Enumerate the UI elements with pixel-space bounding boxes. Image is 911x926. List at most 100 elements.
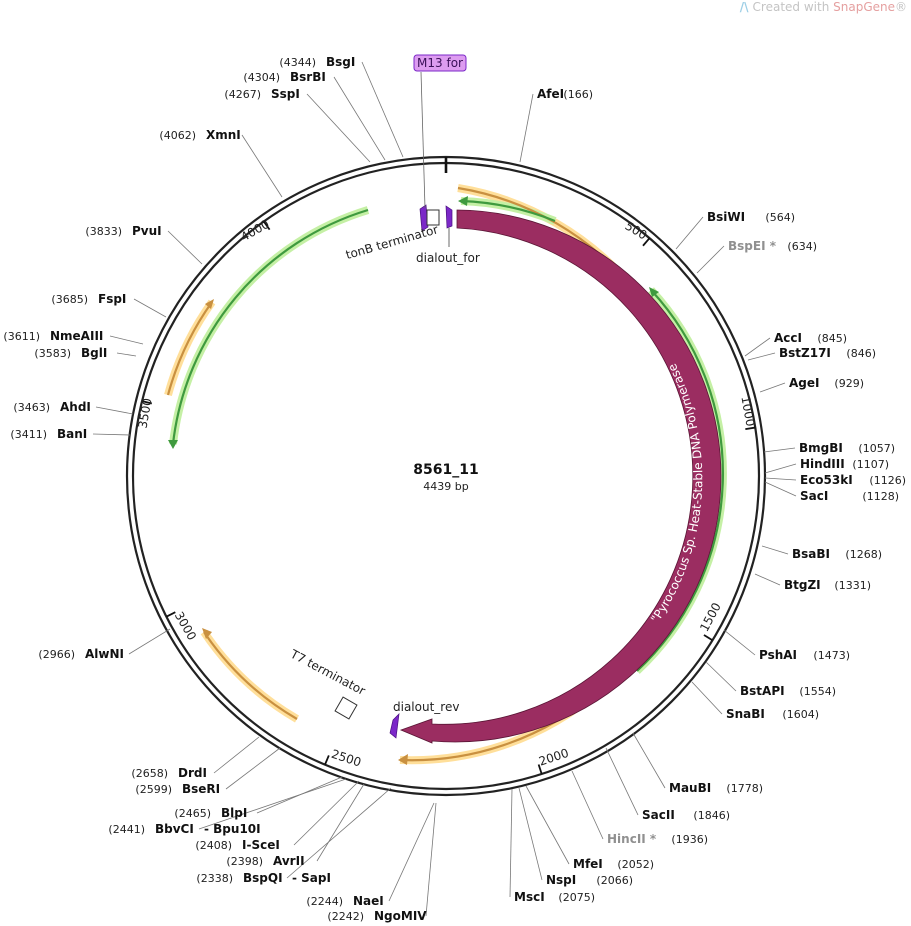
green-arc-3-head — [168, 440, 178, 449]
enzyme-pos-xmni: (4062) — [159, 129, 196, 142]
tick-label-2500: 2500 — [330, 747, 363, 770]
green-arc-2 — [636, 289, 725, 672]
orange-arc-2 — [203, 631, 298, 720]
bp-ticks — [141, 220, 756, 775]
green-arc-2-head — [649, 287, 659, 297]
enzyme-name-i-scei: I-SceI — [242, 838, 280, 852]
enzyme-leader-iscei — [293, 780, 360, 846]
enzyme-leader-ngomiv — [425, 802, 437, 917]
enzyme-leader-blpi — [256, 776, 343, 814]
enzyme-name-alwni: AlwNI — [85, 647, 124, 661]
enzyme-name-pvui: PvuI — [132, 224, 162, 238]
t7-terminator-label: T7 terminator — [287, 646, 367, 698]
enzyme-leader-sacii — [605, 747, 639, 816]
cds-polymerase-arrow — [399, 209, 722, 744]
enzyme-pos-bspqi: (2338) — [196, 872, 233, 885]
enzyme-pos-bbvci: (2441) — [108, 823, 145, 836]
enzyme-leader-afei — [519, 93, 534, 163]
enzyme-pos-bstapi: (1554) — [799, 685, 836, 698]
enzyme-pos-bspei: (634) — [787, 240, 817, 253]
enzyme-name-blpi: BlpI — [221, 806, 247, 820]
enzyme-name-bsabi: BsaBI — [792, 547, 830, 561]
m13-for-tag: M13 for — [417, 56, 463, 70]
enzyme-name-afei: AfeI — [537, 87, 564, 101]
enzyme-leader-lines — [92, 61, 797, 917]
enzyme-name-sacii: SacII — [642, 808, 675, 822]
enzyme-pos-bani: (3411) — [10, 428, 47, 441]
enzyme-leader-avrii — [316, 783, 365, 862]
t7-terminator-box — [334, 696, 358, 720]
enzyme-name-sapi: - SapI — [292, 871, 331, 885]
enzyme-leader-naei — [388, 802, 435, 902]
enzyme-name-bspqi: BspQI — [243, 871, 283, 885]
enzyme-leader-bsiwi — [675, 216, 704, 250]
enzyme-pos-ahdi: (3463) — [13, 401, 50, 414]
enzyme-name-acci: AccI — [774, 331, 802, 345]
enzyme-leader-pshai — [723, 629, 756, 656]
enzyme-name-drdi: DrdI — [178, 766, 207, 780]
enzyme-name-bspei: BspEI * — [728, 239, 777, 253]
snapgene-logo-icon: /\ — [739, 0, 749, 14]
enzyme-leader-mfei — [525, 785, 570, 865]
watermark-brand: SnapGene — [833, 0, 895, 14]
snapgene-watermark: /\Created with SnapGene® — [740, 0, 907, 14]
dialout-rev-label: dialout_rev — [393, 700, 459, 714]
bp-tick-2500 — [324, 755, 330, 766]
enzyme-name-bsrbi: BsrBI — [290, 70, 326, 84]
enzyme-leader-bspqi — [286, 787, 392, 879]
enzyme-leader-maubi — [632, 732, 666, 789]
enzyme-pos-ngomiv: (2242) — [327, 910, 364, 923]
enzyme-pos-eco53ki: (1126) — [869, 474, 906, 487]
enzyme-name-bani: BanI — [57, 427, 87, 441]
enzyme-leader-fspi — [133, 298, 167, 318]
enzyme-leader-sspi — [306, 93, 371, 163]
enzyme-leader-bstapi — [705, 661, 737, 692]
dialout-for-label: dialout_for — [416, 251, 480, 265]
enzyme-name-bbvci: BbvCI — [155, 822, 194, 836]
enzyme-pos-nmeaiii: (3611) — [3, 330, 40, 343]
enzyme-leader-hindiii — [764, 463, 797, 474]
enzyme-leader-nspi — [518, 787, 543, 881]
enzyme-pos-blpi: (2465) — [174, 807, 211, 820]
enzyme-pos-agei: (929) — [834, 377, 864, 390]
enzyme-leader-acci — [744, 337, 771, 357]
enzyme-leader-bbvci — [198, 778, 347, 830]
bp-tick-4000 — [263, 220, 271, 231]
orange-arc-2-head — [202, 628, 212, 639]
enzyme-name-bstz17i: BstZ17I — [779, 346, 831, 360]
enzyme-leader-bsgi — [361, 61, 404, 158]
enzyme-name-btgzi: BtgZI — [784, 578, 821, 592]
green-arc-3-halo — [169, 206, 370, 445]
enzyme-name-eco53ki: Eco53kI — [800, 473, 853, 487]
enzyme-leader-snabi — [691, 681, 723, 715]
enzyme-pos-msci: (2075) — [558, 891, 595, 904]
green-arc-1-head — [458, 196, 468, 206]
enzyme-pos-nspi: (2066) — [596, 874, 633, 887]
enzyme-name-agei: AgeI — [789, 376, 819, 390]
enzyme-leader-bstz17i — [747, 352, 776, 361]
enzyme-name-msci: MscI — [514, 890, 545, 904]
tick-label-1000: 1000 — [738, 395, 757, 428]
enzyme-leader-msci — [509, 788, 513, 898]
enzyme-pos-mfei: (2052) — [617, 858, 654, 871]
enzyme-name-ahdi: AhdI — [60, 400, 91, 414]
enzyme-pos-bstz17i: (846) — [846, 347, 876, 360]
enzyme-leader-bsrbi — [333, 76, 386, 161]
enzyme-leader-bseri — [225, 747, 281, 790]
orange-arc-3 — [166, 301, 213, 396]
enzyme-leader-bgli — [116, 352, 137, 357]
enzyme-leader-nmeaiii — [109, 335, 144, 345]
tick-label-3500: 3500 — [136, 397, 155, 430]
enzyme-leader-saci — [764, 481, 797, 497]
enzyme-name-bsiwi: BsiWI — [707, 210, 745, 224]
enzyme-leader-bmgbi — [763, 447, 796, 453]
enzyme-pos-i-scei: (2408) — [195, 839, 232, 852]
enzyme-pos-maubi: (1778) — [726, 782, 763, 795]
orange-arc-2-halo — [200, 629, 300, 723]
enzyme-pos-hindiii: (1107) — [852, 458, 889, 471]
enzyme-leader-pvui — [167, 230, 203, 265]
enzyme-labels: AfeI(166)BsiWI(564)BspEI *(634)AccI(845)… — [3, 55, 906, 923]
enzyme-pos-btgzi: (1331) — [834, 579, 871, 592]
enzyme-leader-bani — [92, 433, 131, 436]
plasmid-length: 4439 bp — [423, 480, 468, 493]
